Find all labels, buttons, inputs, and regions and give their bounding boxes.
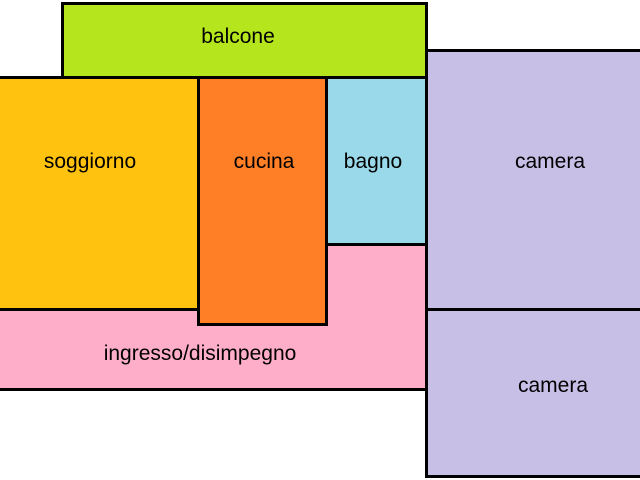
soggiorno-label: soggiorno [43, 150, 137, 173]
cucina-room [197, 76, 328, 326]
camera-room-lower [425, 308, 640, 478]
ingresso-label: ingresso/disimpegno [103, 342, 297, 365]
camera-upper-label: camera [514, 150, 586, 173]
soggiorno-room [0, 76, 201, 311]
cucina-label: cucina [233, 150, 295, 173]
camera-room-upper [425, 49, 640, 311]
balcone-label: balcone [201, 25, 275, 48]
balcone-room [61, 2, 428, 79]
bagno-label: bagno [343, 150, 403, 173]
camera-lower-label: camera [517, 374, 589, 397]
